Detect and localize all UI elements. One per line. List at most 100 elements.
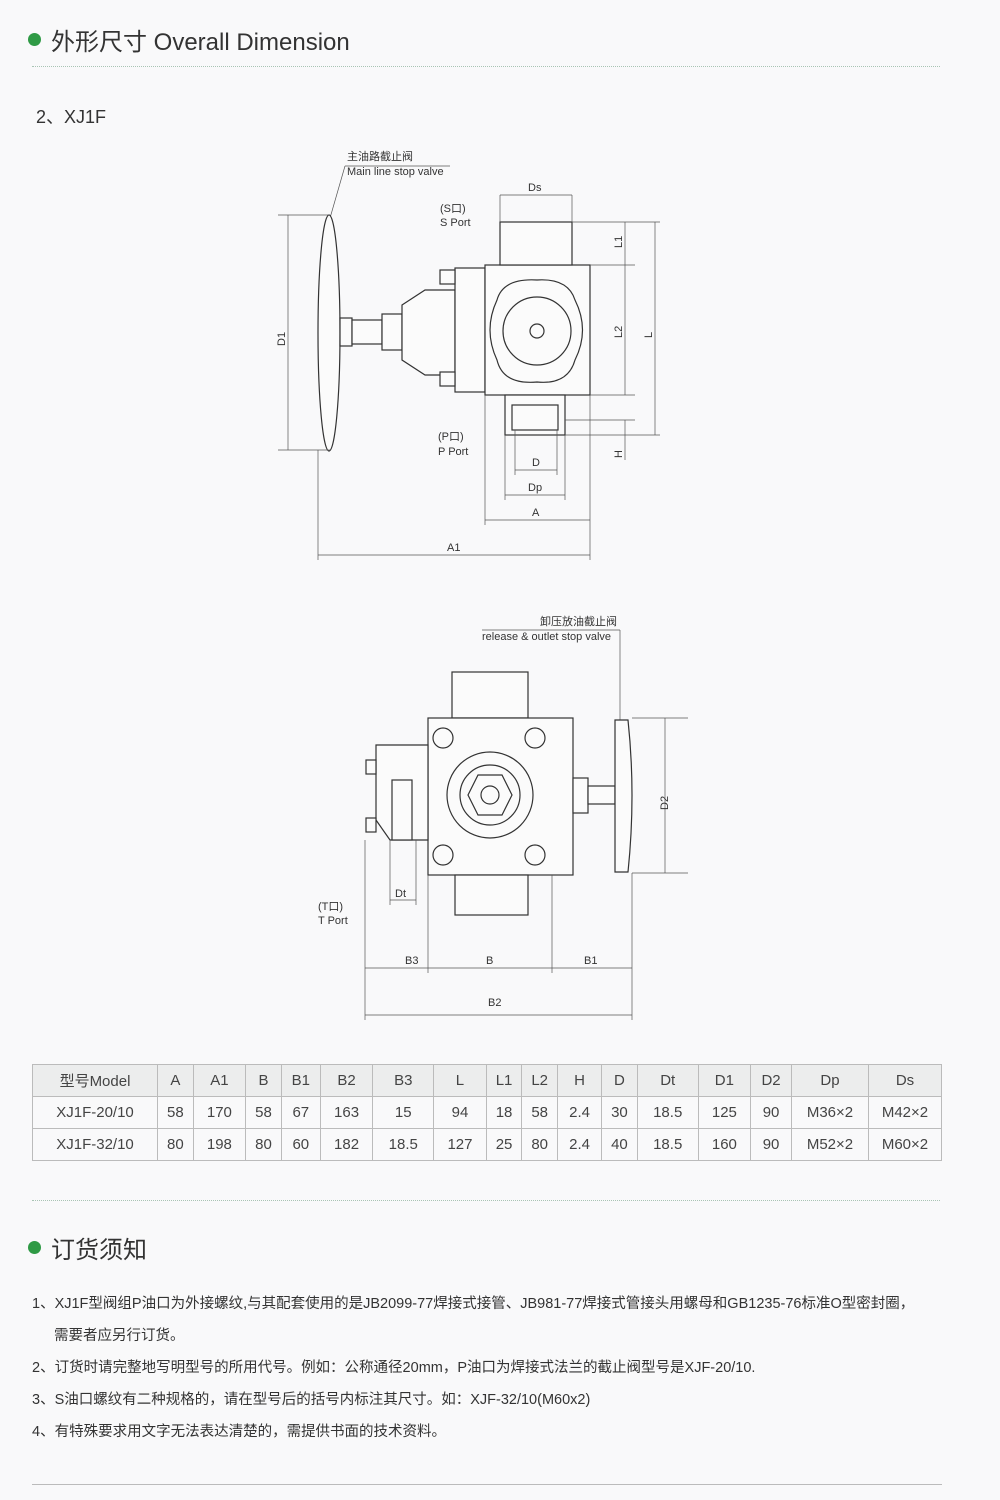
cell: 80 [521,1128,559,1161]
cell: 94 [433,1096,487,1129]
footer-divider [32,1484,942,1485]
dim-b2: B2 [488,997,501,1009]
cell: 18.5 [636,1128,699,1161]
header-cell: H [557,1064,603,1097]
cell: M52×2 [791,1128,869,1161]
dim-dt: Dt [395,888,406,900]
dim-a1: A1 [447,542,460,554]
cell: 90 [750,1128,792,1161]
model-subtitle: 2、XJ1F [36,107,107,127]
header-cell: Ds [868,1064,942,1097]
header-cell: B2 [319,1064,374,1097]
cell: 170 [192,1096,247,1129]
p-port-cn: (P口) [438,431,464,443]
cell: 80 [245,1128,282,1161]
header-cell: B [245,1064,282,1097]
header-cell: D1 [697,1064,752,1097]
header-cell: L1 [485,1064,523,1097]
cell: 58 [245,1096,282,1129]
cell: 60 [280,1128,321,1161]
dim-b1: B1 [584,955,597,967]
cell: M36×2 [791,1096,869,1129]
cell: 2.4 [557,1128,603,1161]
t-port-en: T Port [318,915,348,927]
cell: 58 [157,1096,194,1129]
dimension-drawings: 主油路截止阀 Main line stop valve Ds (S口) S Po… [276,149,688,1020]
dim-d1: D1 [276,332,288,346]
dim-ds: Ds [528,182,542,194]
callout2-en: release & outlet stop valve [482,631,611,643]
dim-d2: D2 [659,796,671,810]
dim-l2: L2 [613,326,625,338]
cell: 18.5 [636,1096,699,1129]
cell: 125 [697,1096,752,1129]
header-cell: B3 [372,1064,435,1097]
cell: M60×2 [868,1128,942,1161]
note-item-continued: 需要者应另行订货。 [54,1328,185,1344]
callout2-cn: 卸压放油截止阀 [540,614,617,628]
dim-h: H [613,450,625,458]
header-cell: D2 [750,1064,792,1097]
dim-l: L [643,332,655,338]
header-cell: B1 [280,1064,321,1097]
cell: 127 [433,1128,487,1161]
cell: 163 [319,1096,374,1129]
note-item: 1、XJ1F型阀组P油口为外接螺纹,与其配套使用的是JB2099-77焊接式接管… [32,1296,915,1312]
cell: 40 [601,1128,638,1161]
cell: 15 [372,1096,435,1129]
bullet-icon [28,33,41,46]
header-cell: A [157,1064,194,1097]
cell: 182 [319,1128,374,1161]
cell: 18.5 [372,1128,435,1161]
divider [32,66,940,67]
header-cell: 型号Model [32,1064,158,1097]
dim-d: D [532,457,540,469]
cell: 30 [601,1096,638,1129]
header-cell: A1 [192,1064,247,1097]
header-cell: L [433,1064,487,1097]
cell: XJ1F-32/10 [32,1128,158,1161]
t-port-cn: (T口) [318,901,343,913]
divider [32,1200,940,1201]
bullet-icon [28,1241,41,1254]
ordering-notes: 1、XJ1F型阀组P油口为外接螺纹,与其配套使用的是JB2099-77焊接式接管… [32,1288,914,1448]
s-port-cn: (S口) [440,203,466,215]
section-title: 外形尺寸 Overall Dimension [51,29,350,56]
p-port-en: P Port [438,446,468,458]
cell: 90 [750,1096,792,1129]
cell: 80 [157,1128,194,1161]
header-cell: Dp [791,1064,869,1097]
cell: 160 [697,1128,752,1161]
callout-cn: 主油路截止阀 [347,149,413,163]
s-port-en: S Port [440,217,471,229]
cell: XJ1F-20/10 [32,1096,158,1129]
cell: 67 [280,1096,321,1129]
section-heading-dimension: 外形尺寸 Overall Dimension [28,22,350,57]
note-item: 4、有特殊要求用文字无法表达清楚的，需提供书面的技术资料。 [32,1424,447,1440]
dim-a: A [532,507,540,519]
section-heading-ordering: 订货须知 [28,1230,147,1265]
cell: 18 [485,1096,523,1129]
cell: 58 [521,1096,559,1129]
drawing-release-valve: 卸压放油截止阀 release & outlet stop valve D2 D… [318,614,688,1020]
header-cell: L2 [521,1064,559,1097]
dim-b3: B3 [405,955,418,967]
cell: 198 [192,1128,247,1161]
drawing-main-valve: 主油路截止阀 Main line stop valve Ds (S口) S Po… [276,149,660,560]
dim-dp: Dp [528,482,542,494]
note-item: 2、订货时请完整地写明型号的所用代号。例如：公称通径20mm，P油口为焊接式法兰… [32,1360,756,1376]
cell: 25 [485,1128,523,1161]
header-cell: D [601,1064,638,1097]
cell: 2.4 [557,1096,603,1129]
header-cell: Dt [636,1064,699,1097]
callout-en: Main line stop valve [347,166,444,178]
cell: M42×2 [868,1096,942,1129]
dim-b: B [486,955,493,967]
dim-l1: L1 [613,236,625,248]
section-title: 订货须知 [51,1237,147,1264]
